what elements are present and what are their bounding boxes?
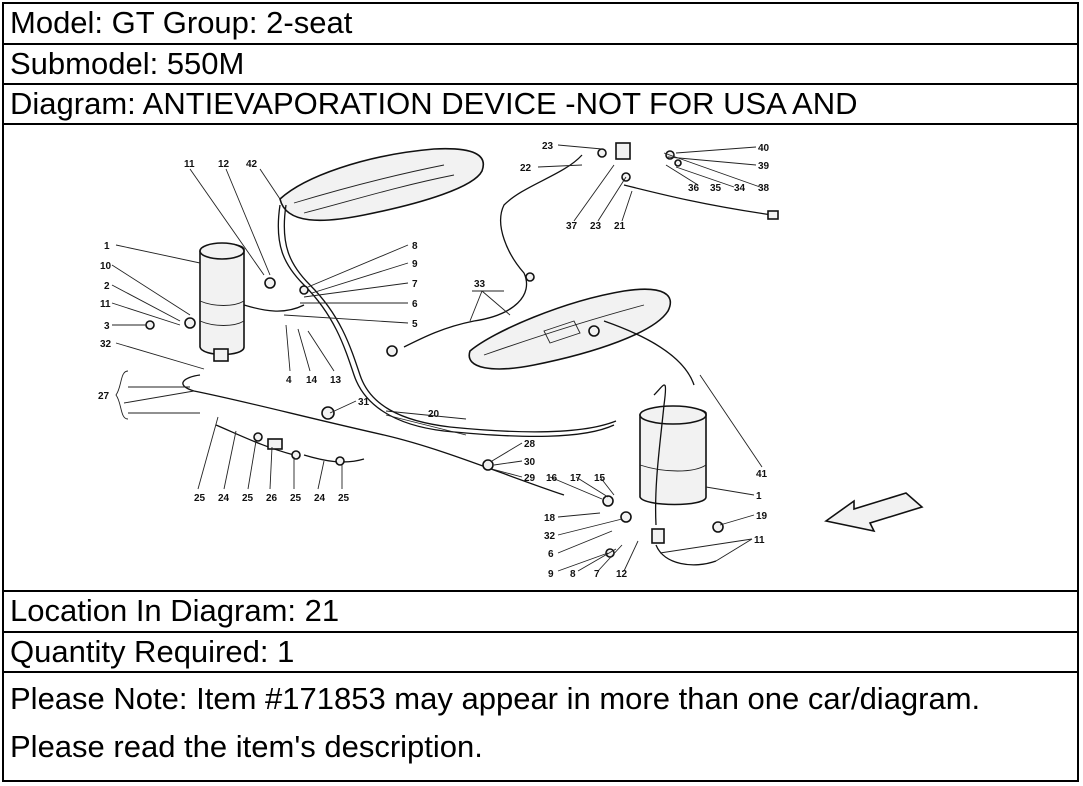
callout-14: 14	[306, 375, 318, 386]
callout-35: 35	[710, 183, 722, 194]
callout-numbers: 23 22 40 39 36 35 34 38 37 23 21 11 12 4…	[98, 141, 770, 580]
callout-4: 4	[286, 375, 292, 386]
callout-36: 36	[688, 183, 700, 194]
location-row: Location In Diagram: 21	[4, 592, 1077, 633]
note-row: Please Note: Item #171853 may appear in …	[10, 681, 981, 764]
pipework	[182, 154, 773, 566]
fittings	[145, 142, 779, 558]
callout-39: 39	[758, 161, 770, 172]
callout-6-b: 6	[548, 549, 554, 560]
callout-5: 5	[412, 319, 418, 330]
callout-2: 2	[104, 281, 110, 292]
callout-12-b: 12	[616, 569, 628, 580]
callout-19: 19	[756, 511, 768, 522]
callout-7-b: 7	[594, 569, 600, 580]
callout-11-c: 11	[754, 535, 765, 546]
callout-11: 11	[184, 159, 195, 170]
callout-25-c: 25	[290, 493, 302, 504]
callout-29: 29	[524, 473, 536, 484]
callout-41: 41	[756, 469, 768, 480]
model-row: Model: GT Group: 2-seat	[4, 4, 1077, 45]
callout-11-b: 11	[100, 299, 111, 310]
left-canister	[199, 242, 245, 362]
callout-17: 17	[570, 473, 582, 484]
callout-31: 31	[358, 397, 370, 408]
callout-13: 13	[330, 375, 342, 386]
callout-25-b: 25	[242, 493, 254, 504]
callout-23-b: 23	[590, 221, 602, 232]
callout-37: 37	[566, 221, 578, 232]
antievaporation-diagram-drawing: 23 22 40 39 36 35 34 38 37 23 21 11 12 4…	[98, 141, 924, 580]
callout-33: 33	[474, 279, 486, 290]
submodel-row: Submodel: 550M	[4, 45, 1077, 85]
callout-1-b: 1	[756, 491, 762, 502]
callout-8: 8	[412, 241, 418, 252]
callout-6: 6	[412, 299, 418, 310]
callout-9-b: 9	[548, 569, 554, 580]
parts-diagram: 23 22 40 39 36 35 34 38 37 23 21 11 12 4…	[4, 125, 1077, 592]
callout-20: 20	[428, 409, 440, 420]
callout-38: 38	[758, 183, 770, 194]
callout-21: 21	[614, 221, 626, 232]
callout-32-b: 32	[544, 531, 556, 542]
callout-1: 1	[104, 241, 110, 252]
bracket-27	[115, 370, 129, 420]
engine-cover-rear	[279, 147, 485, 222]
callout-34: 34	[734, 183, 746, 194]
quantity-row: Quantity Required: 1	[4, 633, 1077, 673]
right-canister	[639, 405, 707, 544]
callout-3: 3	[104, 321, 110, 332]
callout-25: 25	[194, 493, 206, 504]
callout-8-b: 8	[570, 569, 576, 580]
callout-22: 22	[520, 163, 532, 174]
callout-24-b: 24	[314, 493, 326, 504]
callout-40: 40	[758, 143, 770, 154]
callout-18: 18	[544, 513, 556, 524]
callout-12: 12	[218, 159, 230, 170]
callout-24: 24	[218, 493, 230, 504]
direction-arrow	[824, 492, 924, 533]
leader-lines	[111, 144, 763, 572]
bracket-20	[385, 410, 467, 420]
callout-10: 10	[100, 261, 112, 272]
callout-7: 7	[412, 279, 418, 290]
callout-25-d: 25	[338, 493, 350, 504]
callout-9: 9	[412, 259, 418, 270]
callout-27: 27	[98, 391, 110, 402]
callout-30: 30	[524, 457, 536, 468]
callout-28: 28	[524, 439, 536, 450]
engine-cover-front	[468, 288, 672, 370]
callout-23: 23	[542, 141, 554, 152]
callout-42: 42	[246, 159, 258, 170]
callout-26: 26	[266, 493, 278, 504]
diagram-title-row: Diagram: ANTIEVAPORATION DEVICE -NOT FOR…	[4, 85, 1077, 125]
callout-16: 16	[546, 473, 558, 484]
callout-32: 32	[100, 339, 112, 350]
callout-15: 15	[594, 473, 606, 484]
